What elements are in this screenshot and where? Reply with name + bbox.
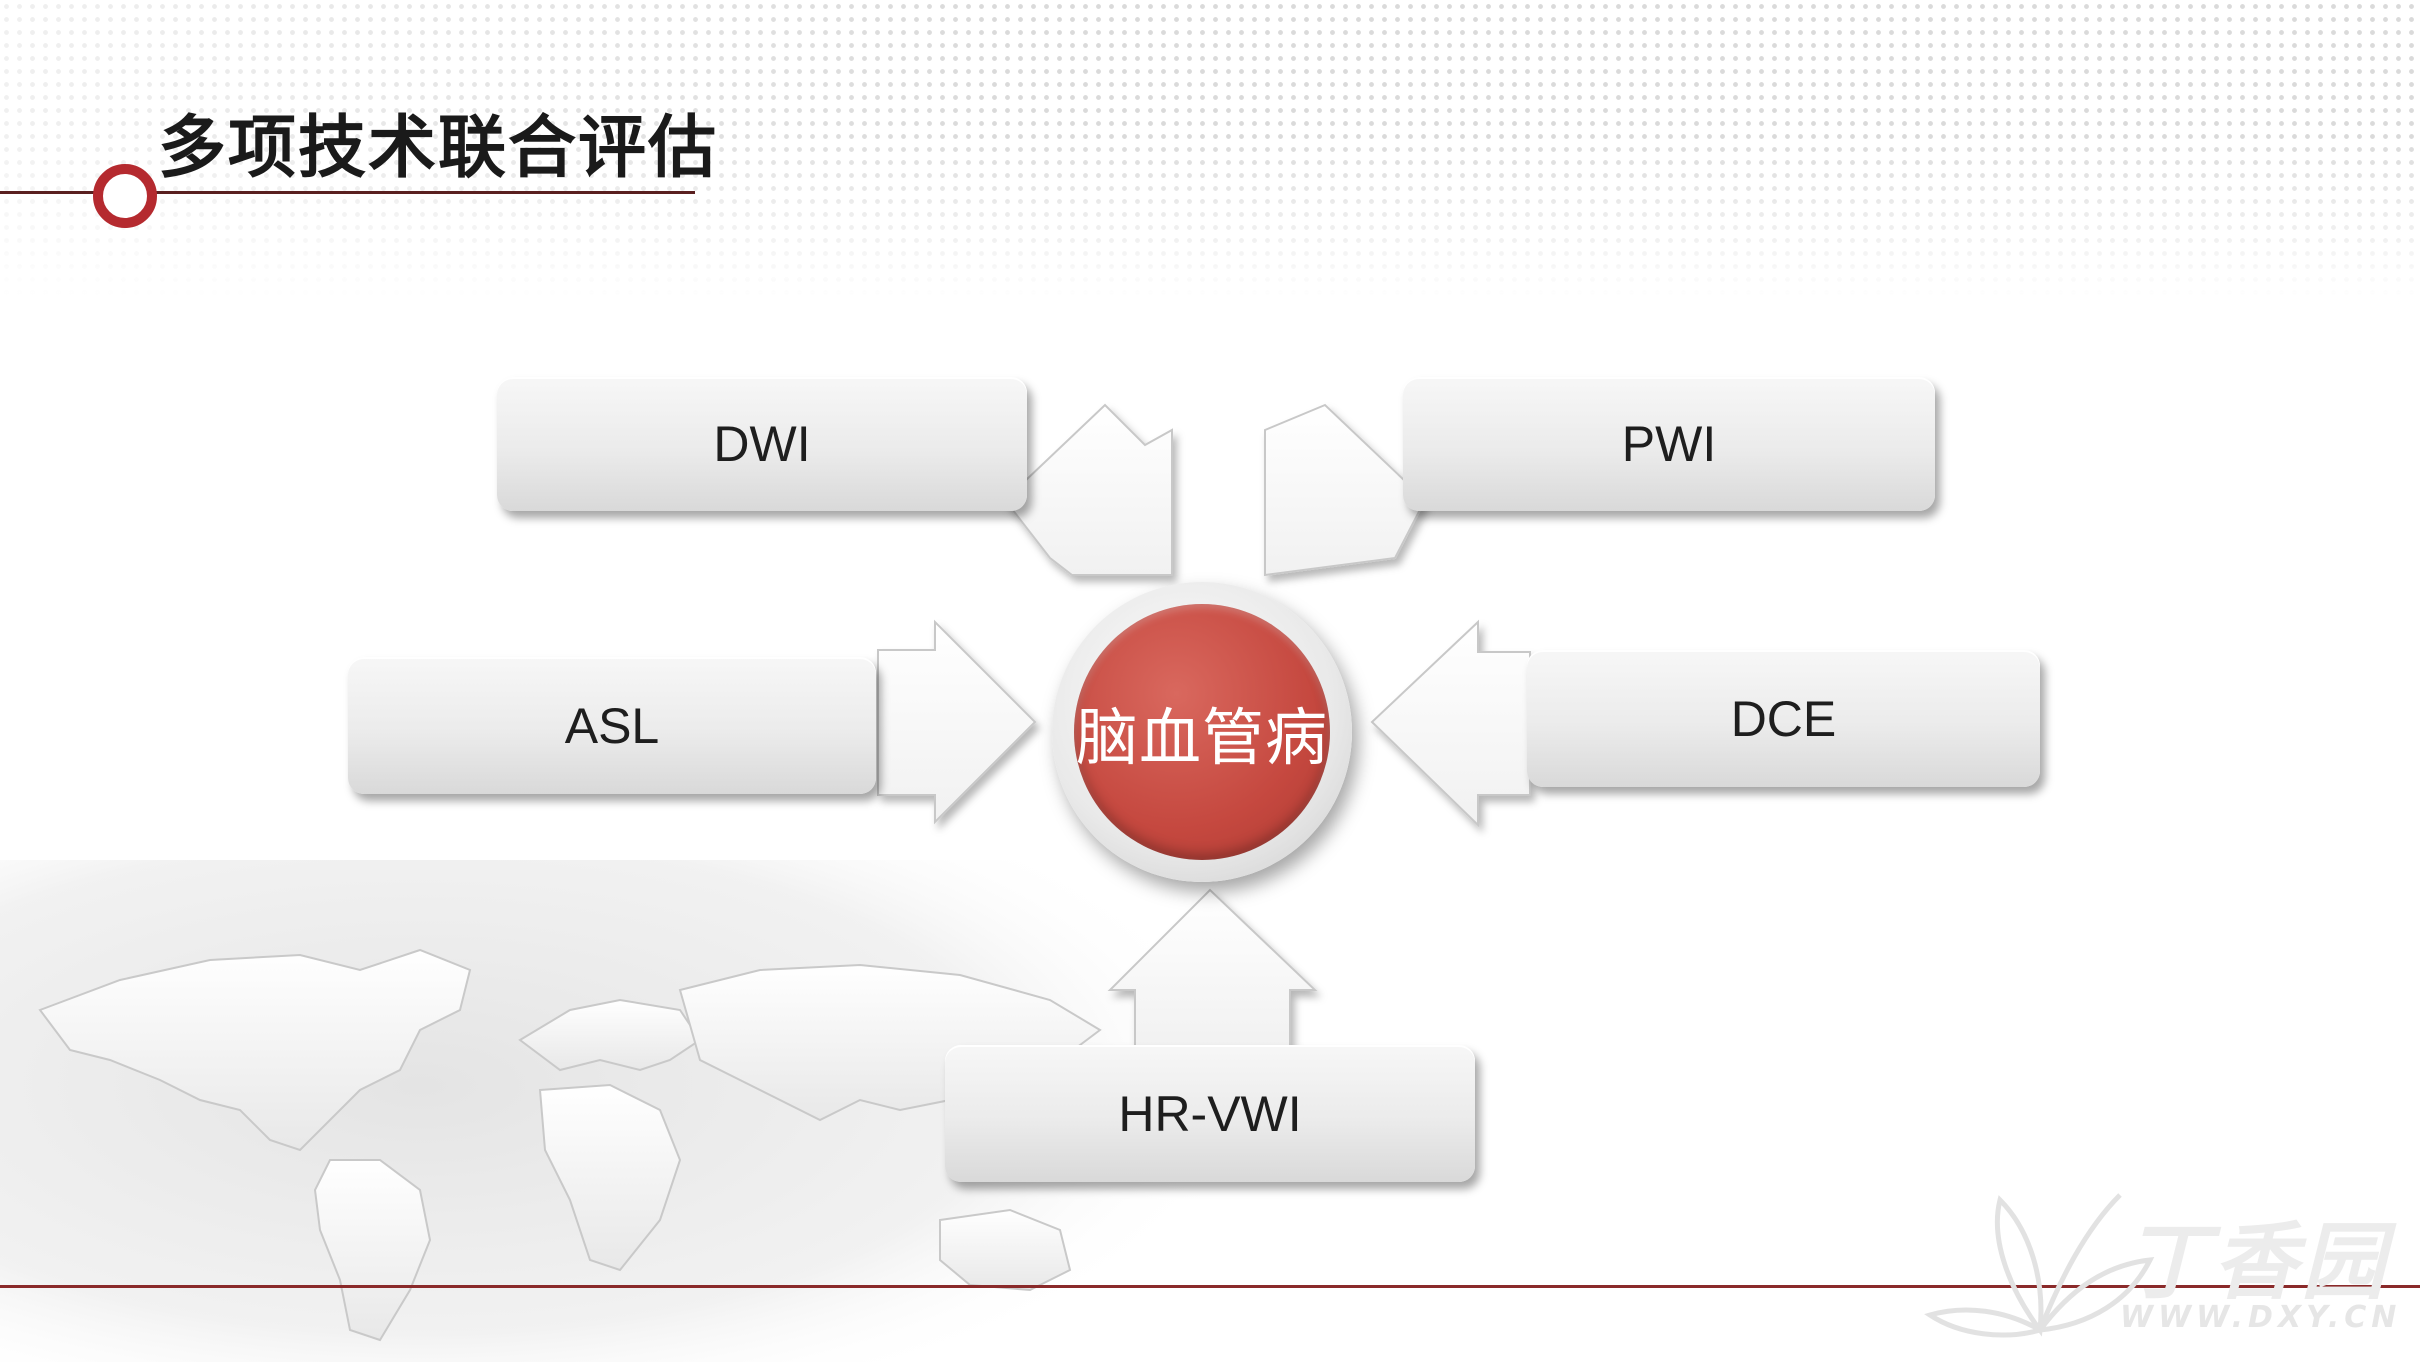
center-node: 脑血管病 [1052,582,1352,882]
arrow-pwi [1264,403,1427,577]
technique-label-dce: DCE [1730,690,1837,747]
technique-box-asl: ASL [348,657,876,794]
center-disc: 脑血管病 [1074,604,1330,860]
technique-label-hrvwi: HR-VWI [1118,1085,1302,1142]
slide-title: 多项技术联合评估 [158,109,719,188]
title-underline [0,191,695,194]
technique-label-asl: ASL [564,697,660,754]
dxy-logo-text: 丁香园 [2125,1213,2390,1311]
footer-rule [0,1285,2420,1288]
technique-label-dwi: DWI [713,416,811,472]
arrow-dwi [1003,403,1173,576]
arrow-dce [1370,619,1531,828]
technique-label-pwi: PWI [1621,416,1717,472]
arrow-asl [877,619,1037,825]
technique-box-pwi: PWI [1403,377,1935,511]
technique-box-hrvwi: HR-VWI [945,1045,1475,1182]
center-label: 脑血管病 [1075,701,1328,774]
technique-box-dwi: DWI [497,377,1027,511]
dxy-logo-url: WWW.DXY.CN [2120,1300,2402,1335]
technique-box-dce: DCE [1527,650,2040,787]
dxy-logo-icon [1924,1193,2155,1338]
title-ring-icon [93,164,157,228]
arrow-hrvwi [1107,888,1318,1051]
